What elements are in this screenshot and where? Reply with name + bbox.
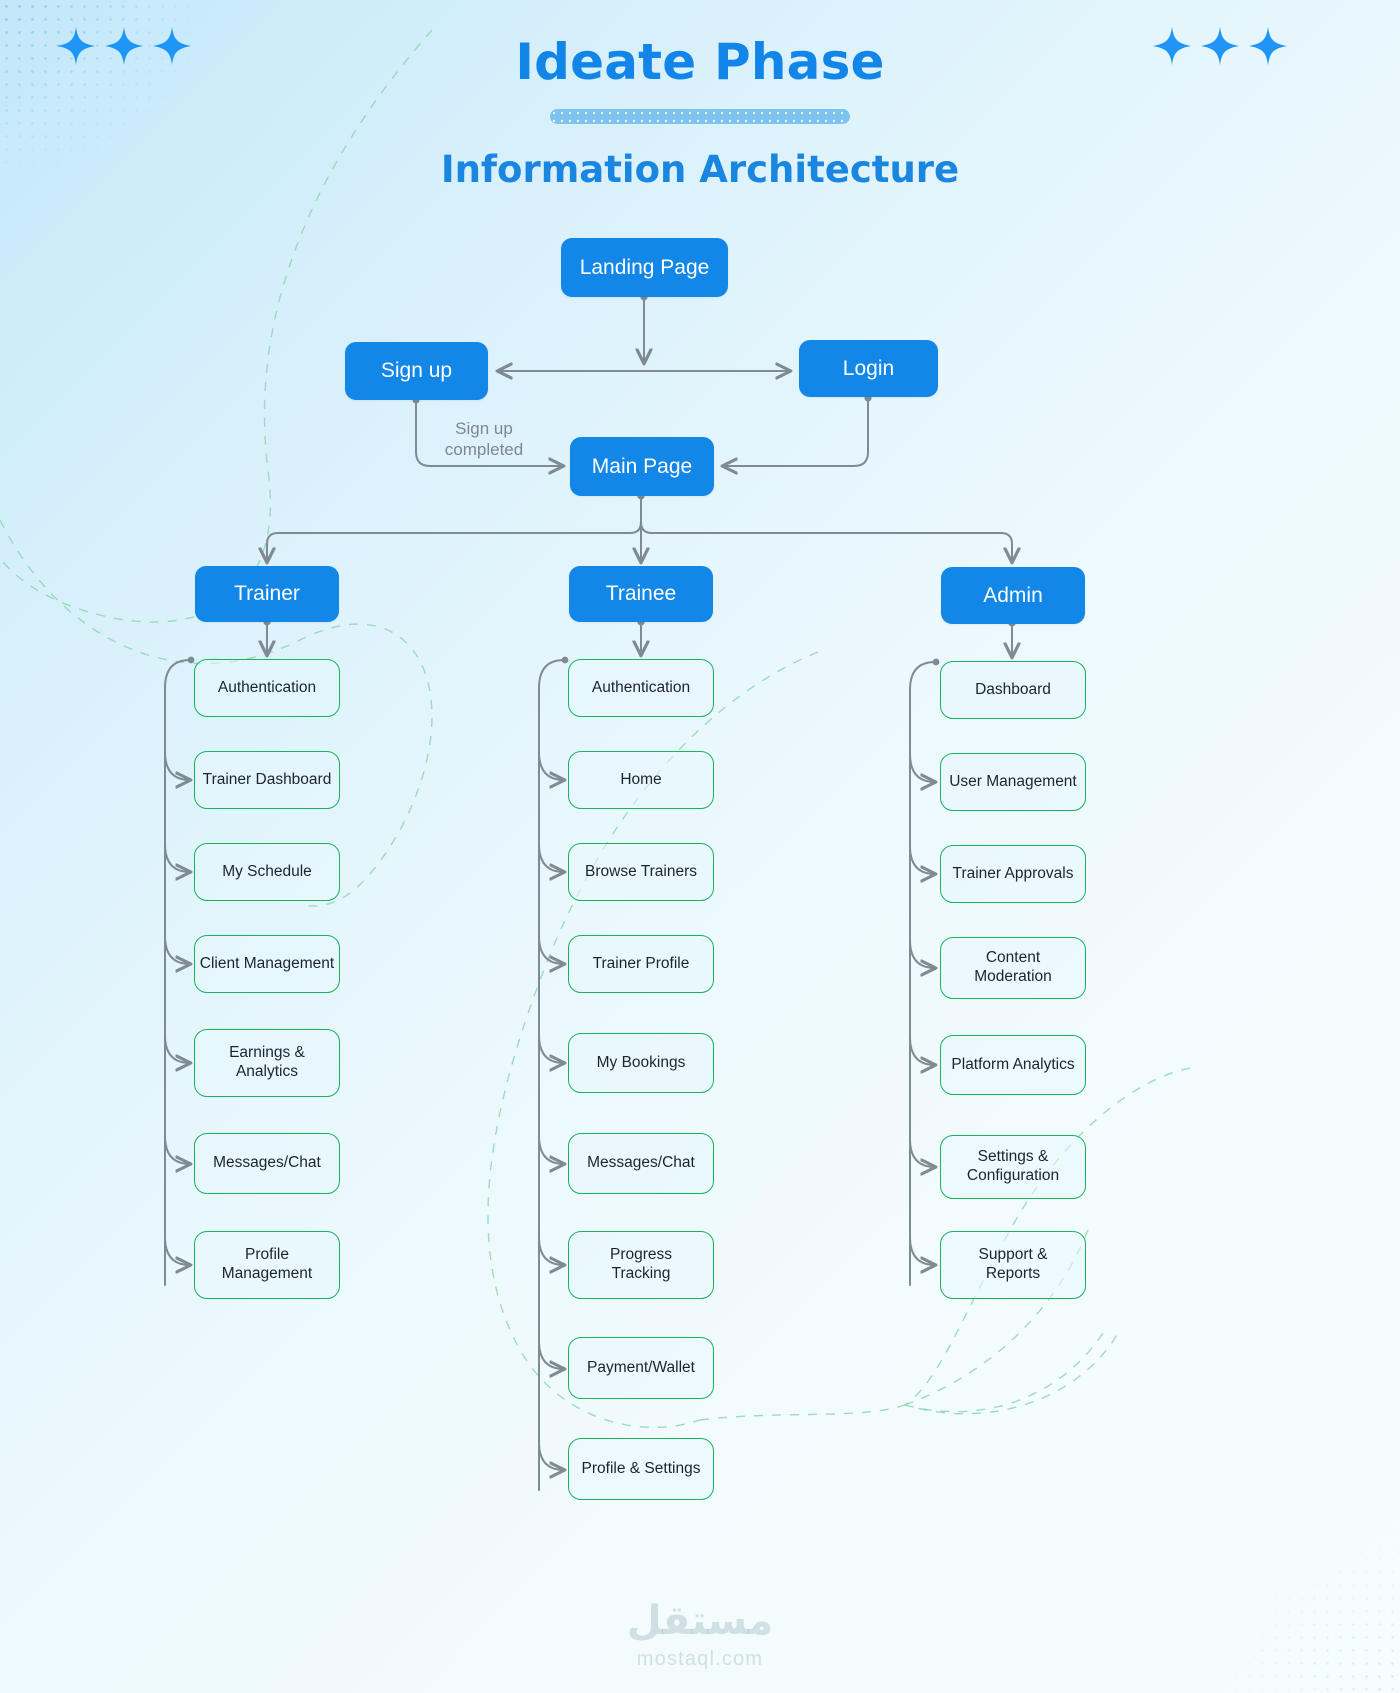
sparkle-icon (56, 26, 96, 66)
edge-label-line-2: completed (444, 440, 524, 460)
node-trainee-browse-trainers[interactable]: Browse Trainers (568, 843, 714, 901)
node-trainee-trainer-profile[interactable]: Trainer Profile (568, 935, 714, 993)
node-admin-content-moderation[interactable]: Content Moderation (940, 937, 1086, 999)
title-underline-bar (550, 109, 850, 124)
header: Ideate Phase Information Architecture (0, 33, 1400, 192)
sparkle-icon (1152, 26, 1192, 66)
node-trainer-profile-management[interactable]: Profile Management (194, 1231, 340, 1299)
edge-label-line-1: Sign up (455, 419, 513, 438)
node-trainer-earnings-analytics[interactable]: Earnings & Analytics (194, 1029, 340, 1097)
node-role-admin[interactable]: Admin (941, 567, 1085, 624)
node-trainee-home[interactable]: Home (568, 751, 714, 809)
page-subtitle: Information Architecture (440, 148, 960, 191)
sparkle-group-left (56, 26, 192, 66)
sparkle-group-right (1152, 26, 1288, 66)
node-role-trainee[interactable]: Trainee (569, 566, 713, 622)
node-admin-settings-configuration[interactable]: Settings & Configuration (940, 1135, 1086, 1199)
sparkle-icon (104, 26, 144, 66)
sparkle-icon (1200, 26, 1240, 66)
node-main-page[interactable]: Main Page (570, 437, 714, 496)
node-role-trainer[interactable]: Trainer (195, 566, 339, 622)
dotted-pattern-bottom-right (1100, 1423, 1400, 1693)
node-trainer-client-management[interactable]: Client Management (194, 935, 340, 993)
node-trainee-payment-wallet[interactable]: Payment/Wallet (568, 1337, 714, 1399)
sparkle-icon (1248, 26, 1288, 66)
node-admin-platform-analytics[interactable]: Platform Analytics (940, 1035, 1086, 1095)
watermark: مستقل mostaql.com (0, 1598, 1400, 1671)
page-title: Ideate Phase (515, 33, 885, 91)
node-trainer-authentication[interactable]: Authentication (194, 659, 340, 717)
node-admin-dashboard[interactable]: Dashboard (940, 661, 1086, 719)
node-trainee-profile-settings[interactable]: Profile & Settings (568, 1438, 714, 1500)
node-login[interactable]: Login (799, 340, 938, 397)
node-trainee-authentication[interactable]: Authentication (568, 659, 714, 717)
watermark-logo: مستقل (626, 1598, 774, 1644)
node-trainer-messages-chat[interactable]: Messages/Chat (194, 1133, 340, 1194)
sparkle-icon (152, 26, 192, 66)
node-trainer-dashboard[interactable]: Trainer Dashboard (194, 751, 340, 809)
node-trainee-my-bookings[interactable]: My Bookings (568, 1033, 714, 1093)
node-admin-trainer-approvals[interactable]: Trainer Approvals (940, 845, 1086, 903)
edge-label-signup-completed: Sign up completed (420, 418, 548, 461)
node-trainee-progress-tracking[interactable]: Progress Tracking (568, 1231, 714, 1299)
node-trainee-messages-chat[interactable]: Messages/Chat (568, 1133, 714, 1194)
node-sign-up[interactable]: Sign up (345, 342, 488, 400)
node-trainer-my-schedule[interactable]: My Schedule (194, 843, 340, 901)
node-admin-user-management[interactable]: User Management (940, 753, 1086, 811)
watermark-url: mostaql.com (636, 1648, 764, 1670)
node-landing-page[interactable]: Landing Page (561, 238, 728, 297)
node-admin-support-reports[interactable]: Support & Reports (940, 1231, 1086, 1299)
